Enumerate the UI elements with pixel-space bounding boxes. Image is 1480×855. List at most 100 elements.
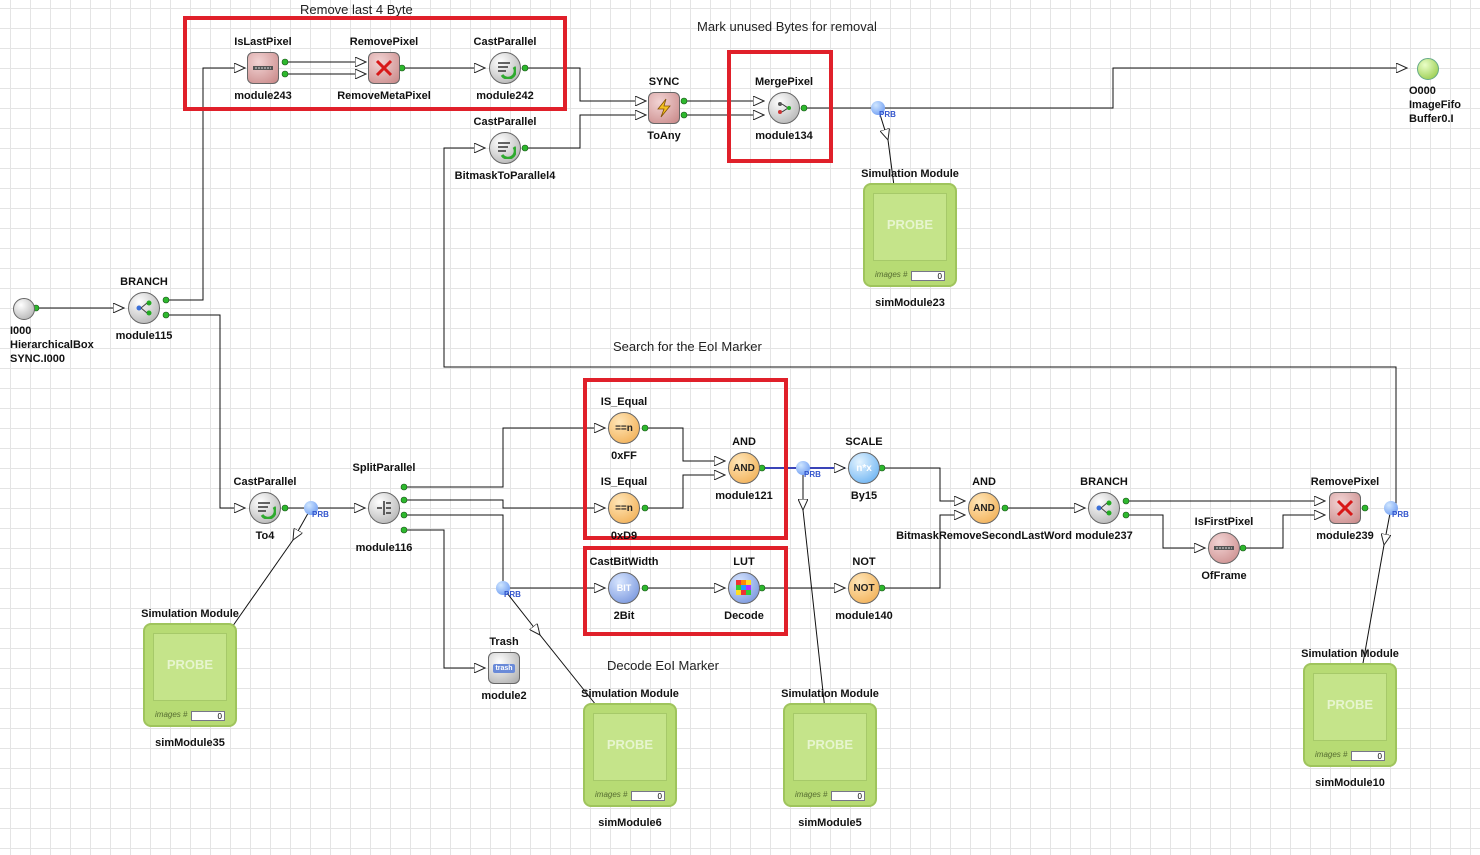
sim5-name: simModule5 <box>798 817 862 829</box>
images-label: images # <box>155 710 188 719</box>
branch-icon <box>1096 500 1112 516</box>
probe-point-10[interactable] <box>1384 501 1398 515</box>
sync-module[interactable] <box>648 92 680 124</box>
is-equal-d9-module[interactable]: ==n <box>608 492 640 524</box>
castparallel-to4-module[interactable] <box>249 492 281 524</box>
images-label: images # <box>595 790 628 799</box>
is-equal-d9-name: 0xD9 <box>610 530 638 542</box>
highlight-eol-decode <box>583 546 788 636</box>
sim-module-5[interactable]: PROBE images #0 <box>783 703 877 807</box>
removepixel-239-type: RemovePixel <box>1310 476 1380 488</box>
probe-watermark: PROBE <box>606 737 654 752</box>
lut-module[interactable] <box>728 572 760 604</box>
sync-name: ToAny <box>647 130 681 142</box>
removepixel-239-name: module239 <box>1316 530 1374 542</box>
not-module[interactable]: NOT <box>848 572 880 604</box>
cast-parallel-icon <box>498 142 516 159</box>
images-count: 0 <box>191 711 225 721</box>
lut-name: Decode <box>724 610 764 622</box>
and-bitmask-type: AND <box>972 476 996 488</box>
probe-watermark: PROBE <box>886 217 934 232</box>
probe-point-5[interactable] <box>796 461 810 475</box>
removepixel-239-module[interactable] <box>1329 492 1361 524</box>
and-121-name: module121 <box>715 490 773 502</box>
splitparallel-type: SplitParallel <box>352 462 416 474</box>
is-equal-ff-name: 0xFF <box>611 450 637 462</box>
probe-label-6: PRB <box>504 590 521 599</box>
branch-237-module[interactable] <box>1088 492 1120 524</box>
sim10-title: Simulation Module <box>1301 648 1399 660</box>
output-port-line3: Buffer0.I <box>1409 113 1454 125</box>
branch-in-module[interactable] <box>128 292 160 324</box>
sim-module-6[interactable]: PROBE images #0 <box>583 703 677 807</box>
input-port-line1: I000 <box>10 325 32 337</box>
split-icon <box>377 501 391 515</box>
islastpixel-name: module243 <box>234 90 292 102</box>
probe-point-6[interactable] <box>496 581 510 595</box>
output-port[interactable] <box>1417 58 1439 80</box>
castparallel-bm-name: BitmaskToParallel4 <box>454 170 556 182</box>
scale-name: By15 <box>850 490 878 502</box>
mergepixel-name: module134 <box>755 130 813 142</box>
lut-type: LUT <box>733 556 755 568</box>
note-remove-last-bytes: Remove last 4 Byte <box>300 2 413 17</box>
probe-label-23: PRB <box>879 110 896 119</box>
sim-module-10[interactable]: PROBE images #0 <box>1303 663 1397 767</box>
castbitwidth-name: 2Bit <box>613 610 635 622</box>
and-121-module[interactable]: AND <box>728 452 760 484</box>
note-mark-unused-bytes: Mark unused Bytes for removal <box>697 19 877 34</box>
note-search-eol: Search for the EoI Marker <box>613 339 762 354</box>
castparallel-bm-module[interactable] <box>489 132 521 164</box>
sim35-title: Simulation Module <box>141 608 239 620</box>
branch-in-type: BRANCH <box>120 276 168 288</box>
and-121-type: AND <box>732 436 756 448</box>
probe-label-35: PRB <box>312 510 329 519</box>
is-equal-ff-type: IS_Equal <box>600 396 648 408</box>
probe-point-35[interactable] <box>304 501 318 515</box>
removepixel-top-name: RemoveMetaPixel <box>337 90 431 102</box>
cast-parallel-icon <box>498 62 516 79</box>
castbitwidth-module[interactable]: BIT <box>608 572 640 604</box>
probe-watermark: PROBE <box>1326 697 1374 712</box>
castparallel-bm-type: CastParallel <box>473 116 537 128</box>
input-port[interactable] <box>13 298 35 320</box>
removepixel-top-type: RemovePixel <box>349 36 419 48</box>
probe-label-5: PRB <box>804 470 821 479</box>
splitparallel-module[interactable] <box>368 492 400 524</box>
branch-icon <box>136 300 152 316</box>
bit-width-icon: BIT <box>616 583 632 593</box>
splitparallel-name: module116 <box>355 542 413 554</box>
sim-module-35[interactable]: PROBE images #0 <box>143 623 237 727</box>
probe-watermark: PROBE <box>806 737 854 752</box>
remove-cross-icon <box>375 59 393 77</box>
and-gate-icon: AND <box>733 462 755 474</box>
sim5-title: Simulation Module <box>781 688 879 700</box>
images-count: 0 <box>1351 751 1385 761</box>
removepixel-top-module[interactable] <box>368 52 400 84</box>
not-name: module140 <box>835 610 893 622</box>
output-port-line2: ImageFifo <box>1409 99 1461 111</box>
isfirstpixel-module[interactable] <box>1208 532 1240 564</box>
images-count: 0 <box>631 791 665 801</box>
equals-icon: ==n <box>615 502 633 514</box>
probe-label-10: PRB <box>1392 510 1409 519</box>
highlight-remove-last-bytes <box>183 16 567 111</box>
is-equal-d9-type: IS_Equal <box>600 476 648 488</box>
mergepixel-module[interactable] <box>768 92 800 124</box>
and-bitmask-module[interactable]: AND <box>968 492 1000 524</box>
branch-237-type: BRANCH <box>1080 476 1128 488</box>
sim-module-23[interactable]: PROBE images #0 <box>863 183 957 287</box>
trash-module[interactable]: trash <box>488 652 520 684</box>
scale-module[interactable]: n*x <box>848 452 880 484</box>
probe-point-23[interactable] <box>871 101 885 115</box>
branch-in-name: module115 <box>115 330 173 342</box>
islastpixel-module[interactable] <box>247 52 279 84</box>
sim10-name: simModule10 <box>1315 777 1385 789</box>
images-count: 0 <box>911 271 945 281</box>
castparallel-top-module[interactable] <box>489 52 521 84</box>
is-equal-ff-module[interactable]: ==n <box>608 412 640 444</box>
islastpixel-type: IsLastPixel <box>234 36 292 48</box>
probe-watermark: PROBE <box>166 657 214 672</box>
castparallel-to4-type: CastParallel <box>233 476 297 488</box>
